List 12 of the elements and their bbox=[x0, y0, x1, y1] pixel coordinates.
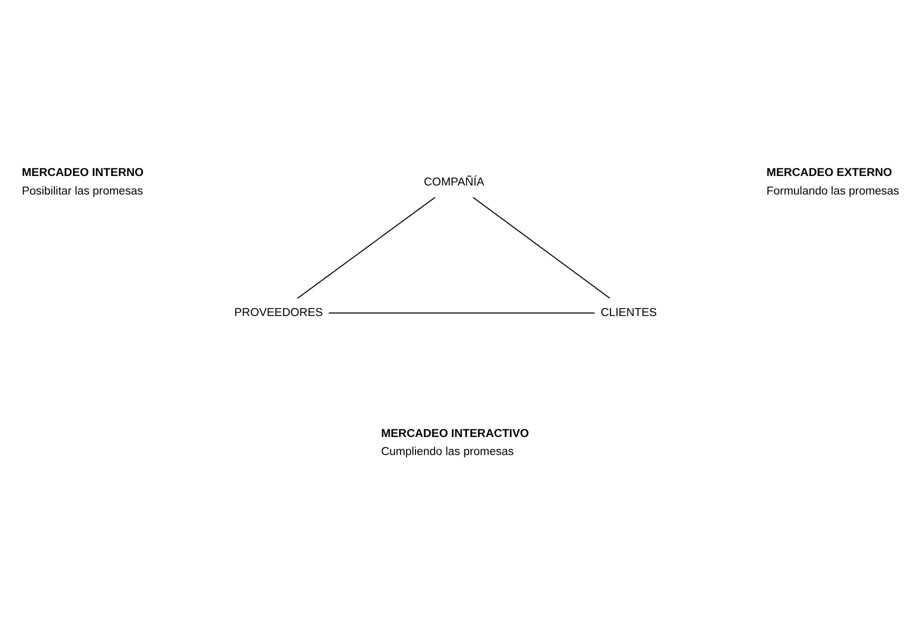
label: Posibilitar las promesas bbox=[22, 185, 143, 198]
label: Cumpliendo las promesas bbox=[381, 446, 514, 458]
node-text: CLIENTES bbox=[600, 307, 657, 320]
label: MERCADEO INTERACTIVO bbox=[381, 428, 529, 440]
connector bbox=[472, 196, 610, 299]
node-text: COMPAÑÍA bbox=[424, 176, 484, 189]
label: Formulando las promesas bbox=[766, 185, 900, 198]
label: MERCADEO INTERNO bbox=[22, 167, 144, 180]
label: MERCADEO EXTERNO bbox=[766, 167, 892, 180]
node-text: PROVEEDORES bbox=[234, 307, 323, 320]
connector bbox=[328, 312, 595, 314]
connector bbox=[297, 196, 436, 299]
